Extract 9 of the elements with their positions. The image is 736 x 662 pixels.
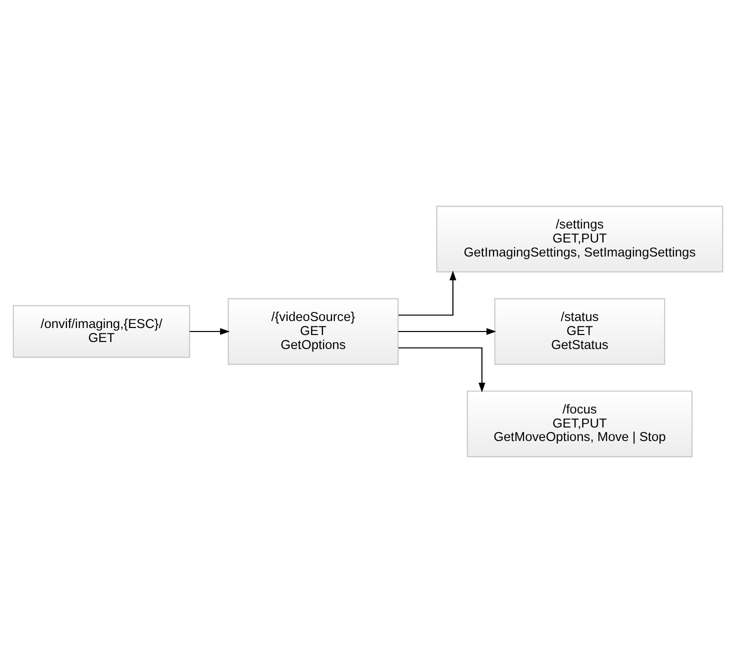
arrow — [398, 270, 456, 316]
arrow — [398, 346, 486, 392]
node-box: /settings GET,PUT GetImagingSettings, SetImagingSettings — [436, 205, 724, 272]
arrow — [398, 328, 496, 334]
arrow — [190, 328, 230, 334]
node-box: /{videoSource} GET GetOptions — [228, 298, 399, 364]
node-box: /focus GET,PUT GetMoveOptions, Move | Stop — [466, 390, 693, 457]
node-box: /status GET GetStatus — [494, 298, 666, 364]
node-box: /onvif/imaging,{ESC}/ GET — [12, 304, 190, 358]
